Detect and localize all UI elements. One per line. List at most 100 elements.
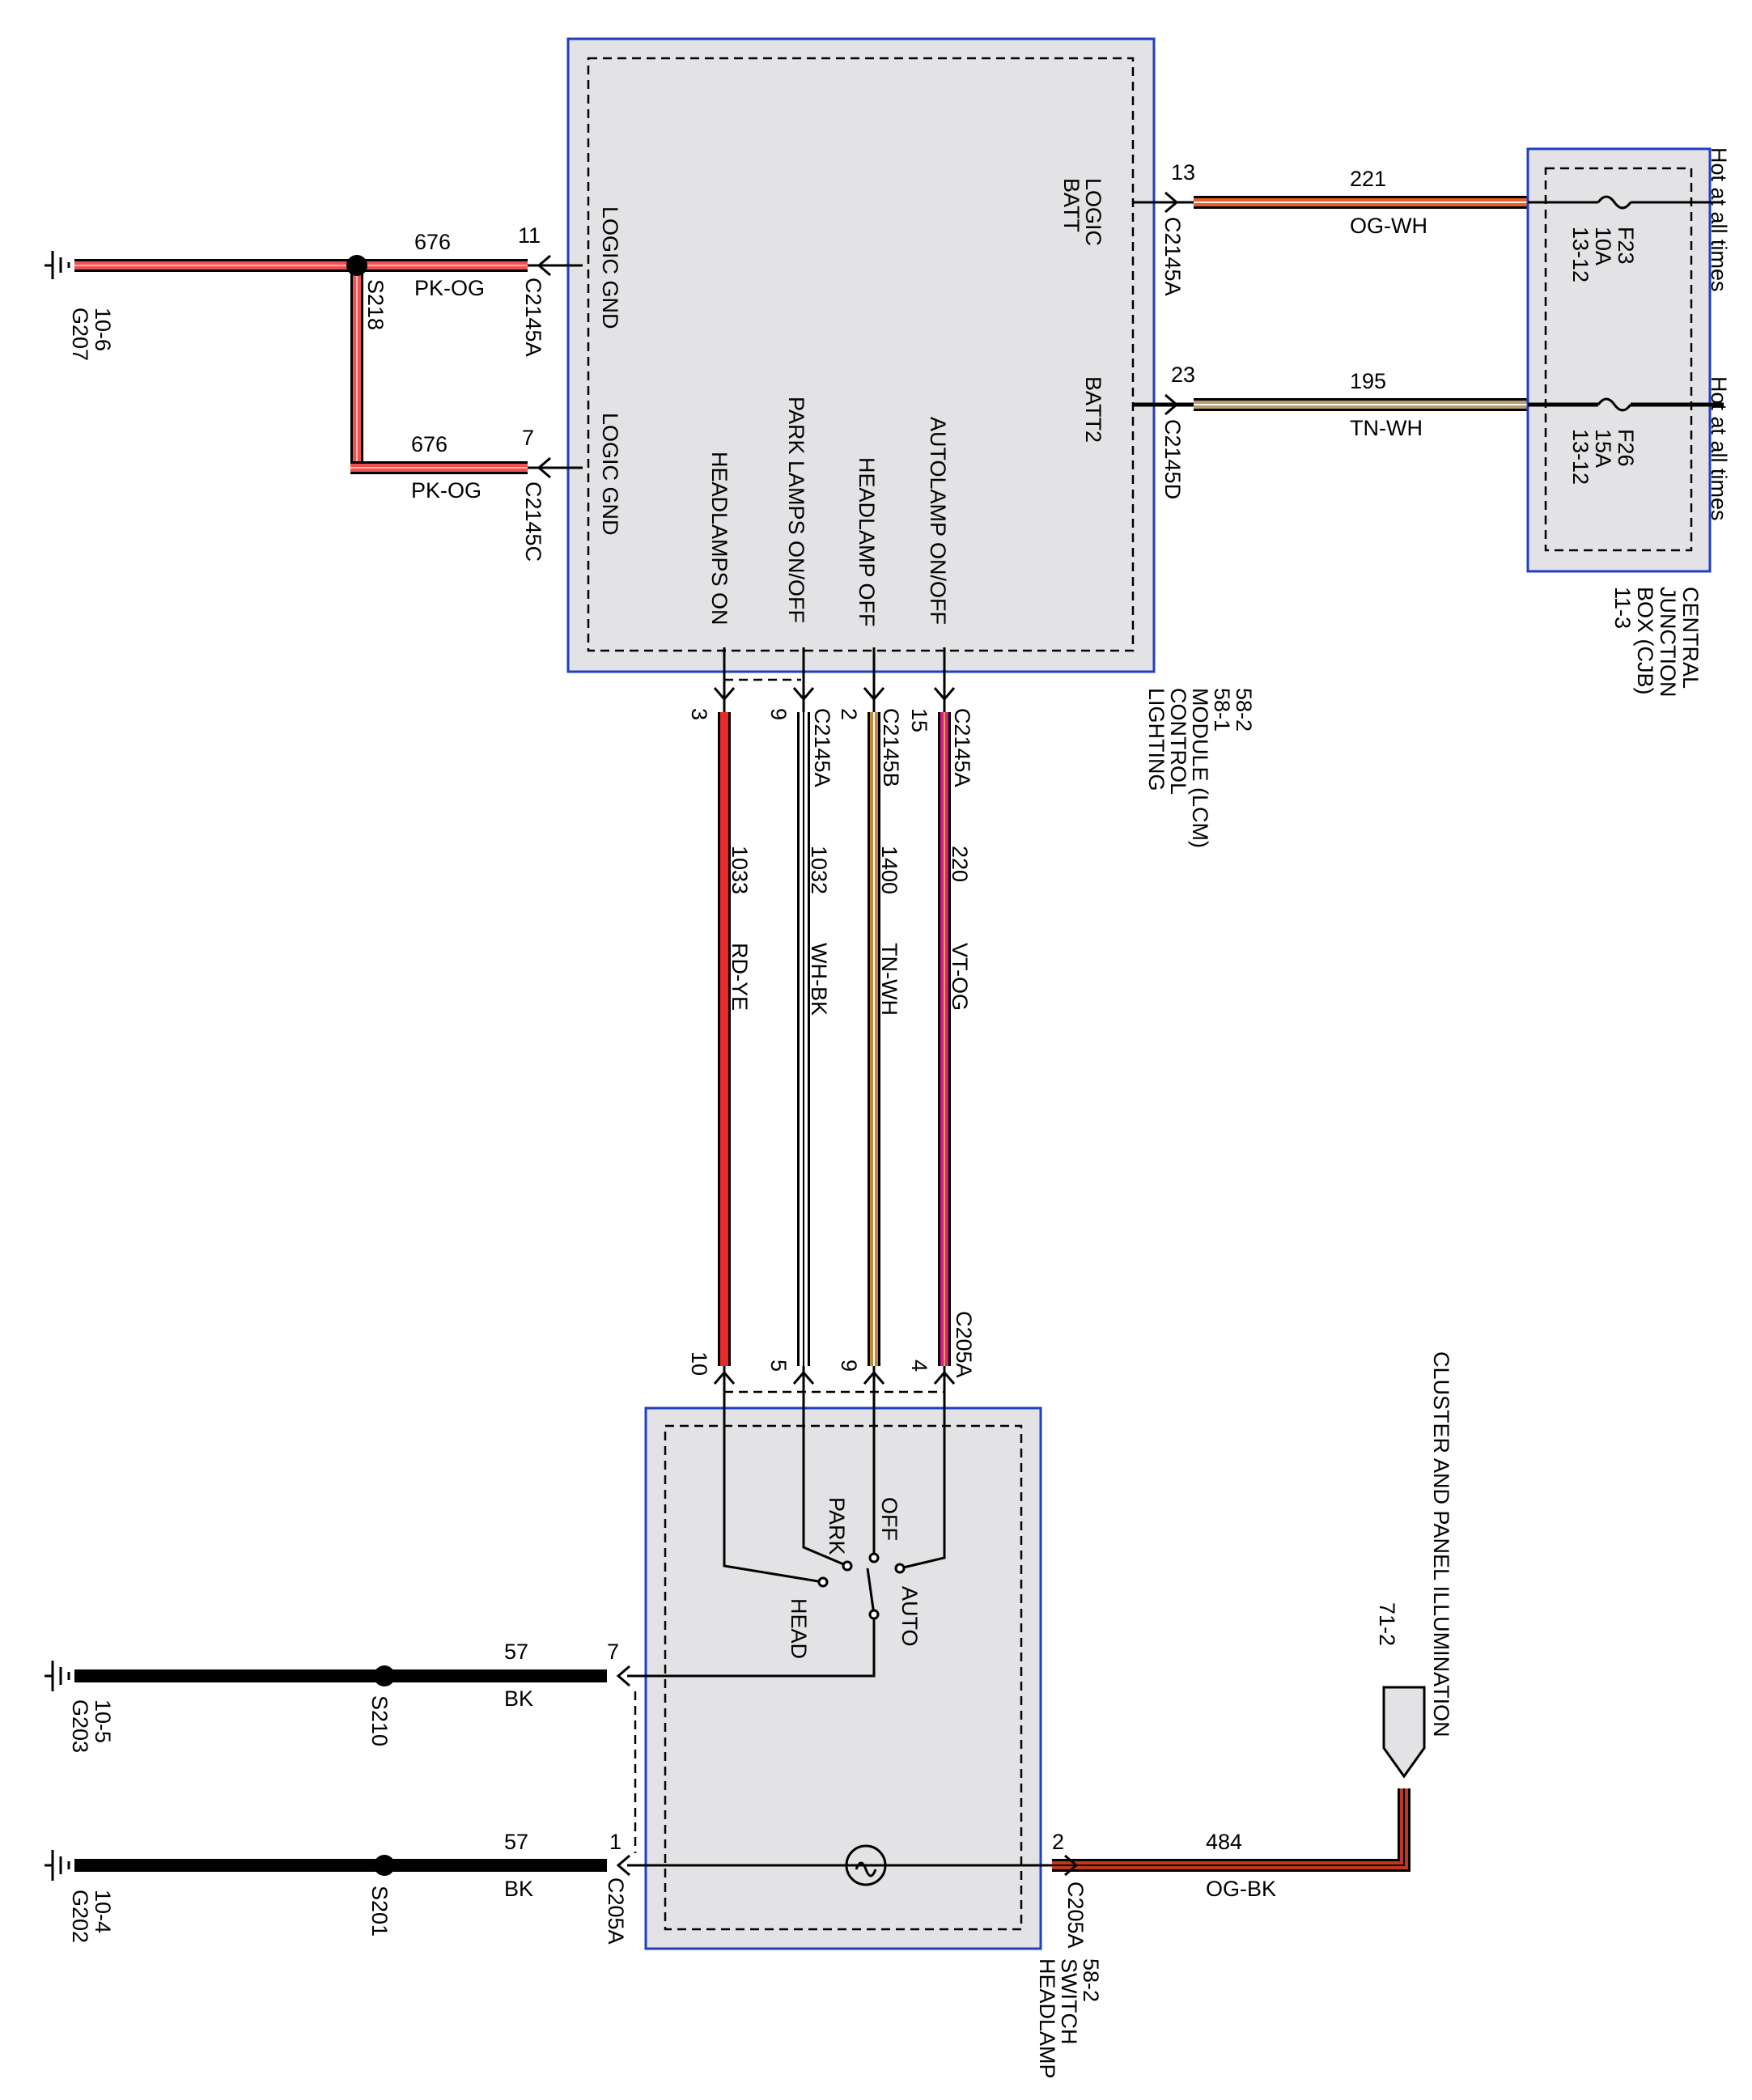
wire-1032-color: WH-BK — [807, 943, 831, 1016]
fuse-f26-symbol — [1597, 397, 1632, 412]
wire-195-circuit: 195 — [1350, 369, 1386, 393]
sw-pin2-arrow — [1064, 1854, 1079, 1877]
sw-pin2-connector: C205A — [1063, 1882, 1088, 1949]
wire-484-color: OG-BK — [1206, 1877, 1276, 1901]
wire-676-bottom-circuit: 676 — [411, 432, 448, 456]
pin7-connector: C2145C — [521, 482, 545, 562]
wire-676-top-color: PK-OG — [414, 276, 485, 300]
wire-57-lower-circuit: 57 — [504, 1830, 528, 1854]
sw-pos-auto: AUTO — [897, 1586, 922, 1647]
pin15-number: 15 — [907, 708, 931, 732]
wire-221-color: OG-WH — [1350, 214, 1427, 238]
splice-s218-label: S218 — [363, 279, 388, 330]
pin3-arrow — [713, 687, 736, 702]
sw-pin2-number: 2 — [1052, 1830, 1064, 1854]
ground-g203 — [45, 1661, 70, 1691]
lcm-logic-gnd-1-label: LOGIC GND — [598, 206, 622, 329]
lcm-headlamp-off-label: HEADLAMP OFF — [855, 457, 879, 627]
pin7-number: 7 — [522, 426, 534, 450]
sw-pin4-number: 4 — [907, 1360, 931, 1372]
sw-pin10-number: 10 — [687, 1351, 711, 1376]
pin11-connector: C2145A — [521, 278, 545, 357]
sw-wiper — [866, 1568, 876, 1615]
lcm-logic-gnd-2-label: LOGIC GND — [598, 413, 622, 536]
pin11-arrow — [537, 254, 551, 277]
pin7-arrow — [537, 456, 551, 479]
pin13-arrow — [1164, 191, 1179, 214]
lcm-autolamp-label: AUTOLAMP ON/OFF — [926, 417, 950, 625]
fuse-f23-symbol — [1597, 195, 1632, 210]
wire-1400-circuit: 1400 — [877, 846, 901, 894]
wire-195-color: TN-WH — [1350, 416, 1423, 440]
wire-221-circuit: 221 — [1350, 167, 1386, 191]
pin23-number: 23 — [1171, 363, 1195, 387]
lcm-module-box — [566, 37, 1156, 673]
pin23-arrow — [1164, 393, 1179, 416]
fuse-f23-label: F23 10A 13-12 — [1568, 227, 1638, 282]
g207-label: G207 10-6 — [68, 308, 115, 367]
pin15-connector: C2145A — [950, 708, 974, 787]
sw-pin7-number: 7 — [607, 1640, 619, 1664]
cjb-caption: CENTRAL JUNCTION BOX (CJB) 11-3 — [1610, 587, 1703, 703]
pin15-arrow — [933, 687, 956, 702]
splice-s201-label: S201 — [367, 1886, 392, 1937]
wire-57-lower-color: BK — [504, 1877, 533, 1901]
sw-pos-off: OFF — [877, 1497, 901, 1541]
pin3-number: 3 — [687, 708, 711, 720]
fuse-f26-hot: Hot at all times — [1707, 376, 1731, 521]
sw-pin1-number: 1 — [609, 1830, 621, 1854]
wire-57-upper-color: BK — [504, 1686, 533, 1711]
headlamp-switch-dashed — [664, 1424, 1023, 1931]
wire-484-circuit: 484 — [1206, 1830, 1242, 1854]
wire-220-color: VT-OG — [948, 943, 972, 1011]
headlamp-switch-box — [644, 1406, 1042, 1950]
splice-s201-dot — [374, 1855, 395, 1876]
splice-s210-dot — [374, 1665, 395, 1686]
sw-pin7-arrow — [616, 1665, 630, 1687]
lcm-park-lamps-label: PARK LAMPS ON/OFF — [784, 397, 808, 623]
pin2-connector: C2145B — [879, 708, 903, 787]
g203-label: G203 10-5 — [68, 1699, 115, 1759]
illumination-ref: 71-2 — [1375, 1602, 1399, 1646]
sw-head-line — [723, 1400, 824, 1584]
pin9-connector: C2145A — [810, 708, 834, 787]
lcm-headlamps-on-label: HEADLAMPS ON — [707, 452, 732, 626]
wire-676-bottom-color: PK-OG — [411, 478, 481, 503]
wire-220-circuit: 220 — [948, 846, 972, 882]
lcm-batt2-label: BATT2 — [1081, 376, 1105, 443]
sw-park-line — [802, 1400, 848, 1568]
fuse-f26-label: F26 15A 13-12 — [1568, 429, 1638, 485]
illumination-label: CLUSTER AND PANEL ILLUMINATION — [1429, 1351, 1453, 1737]
splice-s210-label: S210 — [367, 1695, 392, 1746]
g202-label: G202 10-4 — [68, 1890, 115, 1949]
wire-1033-circuit: 1033 — [728, 846, 752, 894]
wire-1400-color: TN-WH — [877, 943, 901, 1016]
cjb-dashed-outline — [1544, 167, 1693, 552]
sw-pin5-number: 5 — [766, 1360, 791, 1372]
pin11-number: 11 — [518, 223, 541, 248]
sw-pin1-connector: C205A — [604, 1877, 628, 1945]
sw-auto-line — [899, 1400, 946, 1570]
pin9-arrow — [792, 687, 815, 702]
pin2-arrow — [863, 687, 885, 702]
wire-676-top-circuit: 676 — [414, 230, 451, 254]
pin13-number: 13 — [1171, 160, 1195, 185]
wire-57-upper-circuit: 57 — [504, 1640, 528, 1664]
splice-s218-dot — [346, 255, 367, 276]
wire-1033-color: RD-YE — [728, 943, 752, 1011]
pin9-number: 9 — [766, 708, 791, 720]
fuse-f23-hot: Hot at all times — [1707, 147, 1731, 292]
sw-pos-head: HEAD — [787, 1598, 811, 1659]
lcm-logic-batt-label: LOGICBATT — [1059, 178, 1105, 246]
pin23-connector: C2145D — [1160, 419, 1185, 499]
switch-caption: HEADLAMP SWITCH 58-2 — [1035, 1958, 1103, 2085]
sw-pin9-number: 9 — [837, 1360, 861, 1372]
sw-pin4-connector: C205A — [952, 1311, 976, 1378]
ground-g202 — [45, 1850, 70, 1881]
ground-g207 — [45, 251, 70, 279]
lcm-caption: LIGHTING CONTROL MODULE (LCM) 58-1 58-2 — [1144, 688, 1256, 855]
pin13-connector: C2145A — [1160, 217, 1185, 296]
sw-common-line — [627, 1618, 876, 1678]
illumination-connector-icon — [1382, 1686, 1426, 1779]
